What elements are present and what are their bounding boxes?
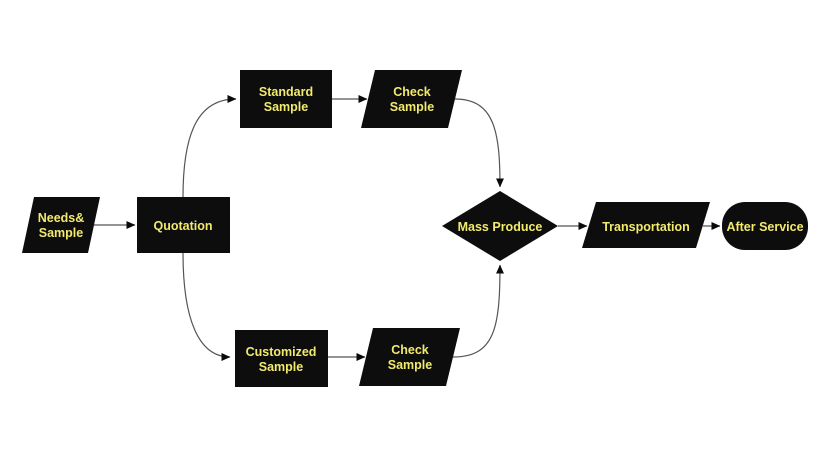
node-mass-produce: Mass Produce (442, 191, 558, 261)
standard-sample-shape (240, 70, 332, 128)
after-service-label: After Service (726, 220, 803, 234)
needs-sample-shape (22, 197, 100, 253)
standard-sample-label-line1: Standard (259, 85, 313, 99)
quotation-label: Quotation (153, 219, 212, 233)
check-sample-bottom-shape (359, 328, 460, 386)
mass-produce-label: Mass Produce (458, 220, 543, 234)
transportation-label: Transportation (602, 220, 690, 234)
node-needs-sample: Needs& Sample (22, 197, 100, 253)
node-check-sample-bottom: Check Sample (359, 328, 460, 386)
node-transportation: Transportation (582, 202, 710, 248)
node-customized-sample: Customized Sample (235, 330, 328, 387)
node-after-service: After Service (722, 202, 808, 250)
after-service-shape (722, 202, 808, 250)
needs-sample-label-line1: Needs& (38, 211, 85, 225)
node-quotation: Quotation (137, 197, 230, 253)
node-standard-sample: Standard Sample (240, 70, 332, 128)
check-sample-top-label-line2: Sample (390, 100, 435, 114)
check-sample-bottom-label-line2: Sample (388, 358, 433, 372)
connector-quotation-to-customized (182, 252, 231, 361)
customized-sample-label-line2: Sample (259, 360, 304, 374)
check-sample-bottom-label-line1: Check (391, 343, 429, 357)
node-check-sample-top: Check Sample (361, 70, 462, 128)
connector-check-bottom-to-massproduce (452, 264, 504, 358)
mass-produce-shape (442, 191, 558, 261)
check-sample-top-shape (361, 70, 462, 128)
transportation-shape (582, 202, 710, 248)
needs-sample-label-line2: Sample (39, 226, 84, 240)
connector-check-top-to-massproduce (454, 98, 504, 188)
customized-sample-label-line1: Customized (246, 345, 317, 359)
check-sample-top-label-line1: Check (393, 85, 431, 99)
quotation-shape (137, 197, 230, 253)
standard-sample-label-line2: Sample (264, 100, 309, 114)
connector-quotation-to-standard (182, 95, 237, 198)
customized-sample-shape (235, 330, 328, 387)
